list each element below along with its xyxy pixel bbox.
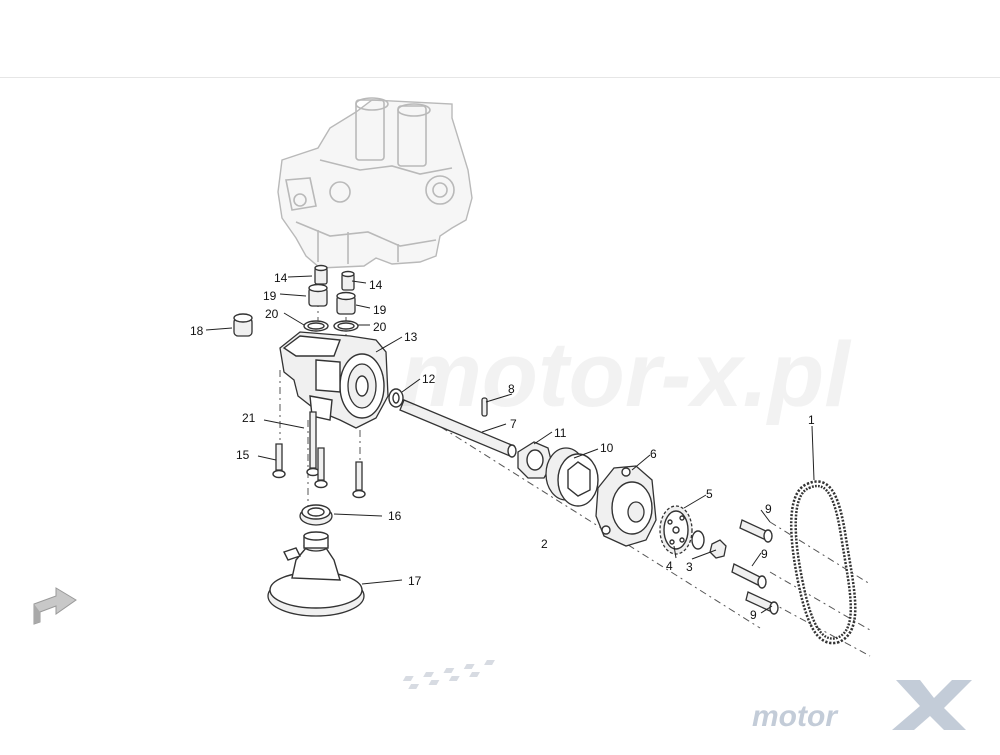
callout-3: 3 (686, 560, 693, 574)
callout-9b: 9 (761, 547, 768, 561)
callout-19a: 19 (263, 289, 277, 303)
pump-shaft (399, 399, 517, 458)
ring-12 (388, 388, 404, 408)
callout-17: 17 (408, 574, 422, 588)
callout-2: 2 (541, 537, 548, 551)
callout-21: 21 (242, 411, 256, 425)
logo-motor-text: motor (752, 700, 839, 733)
center-watermark: motor-x.pl (400, 324, 852, 426)
callout-14b: 14 (369, 278, 383, 292)
callout-16: 16 (388, 509, 402, 523)
callout-1: 1 (808, 413, 815, 427)
callout-14a: 14 (274, 271, 288, 285)
top-divider (0, 77, 1000, 78)
callout-8: 8 (508, 382, 515, 396)
outer-rotor (545, 447, 599, 507)
pump-mount-bolts (272, 411, 366, 499)
pump-cover (595, 465, 657, 547)
oil-seal (299, 504, 333, 526)
callout-20a: 20 (265, 307, 279, 321)
callout-6: 6 (650, 447, 657, 461)
callout-numbers: 14 14 19 19 20 20 18 13 12 8 7 11 10 6 5… (190, 271, 815, 622)
leader-lines (205, 275, 815, 614)
cover-bolts (731, 519, 779, 615)
callout-15: 15 (236, 448, 250, 462)
oil-strainer (267, 531, 365, 617)
washer-and-nut (691, 530, 727, 559)
callout-11: 11 (554, 426, 567, 440)
engine-crankcase-ghost (277, 97, 473, 269)
callout-7: 7 (510, 417, 517, 431)
drive-chain (789, 480, 857, 645)
callout-10: 10 (600, 441, 614, 455)
o-rings (303, 320, 359, 332)
front-direction-arrow (33, 587, 77, 625)
motor-x-logo: motor (402, 660, 972, 733)
callout-5: 5 (706, 487, 713, 501)
callout-19b: 19 (373, 303, 387, 317)
sprocket (659, 505, 693, 555)
plug (233, 313, 253, 337)
callout-20b: 20 (373, 320, 387, 334)
collars (308, 283, 356, 315)
oil-pump-body (279, 331, 389, 429)
callout-12: 12 (422, 372, 436, 386)
callout-9c: 9 (750, 608, 757, 622)
pin-8 (481, 397, 488, 417)
callout-18: 18 (190, 324, 204, 338)
callout-9a: 9 (765, 502, 772, 516)
callout-4: 4 (666, 559, 673, 573)
callout-13: 13 (404, 330, 418, 344)
dowel-pins (314, 264, 355, 291)
